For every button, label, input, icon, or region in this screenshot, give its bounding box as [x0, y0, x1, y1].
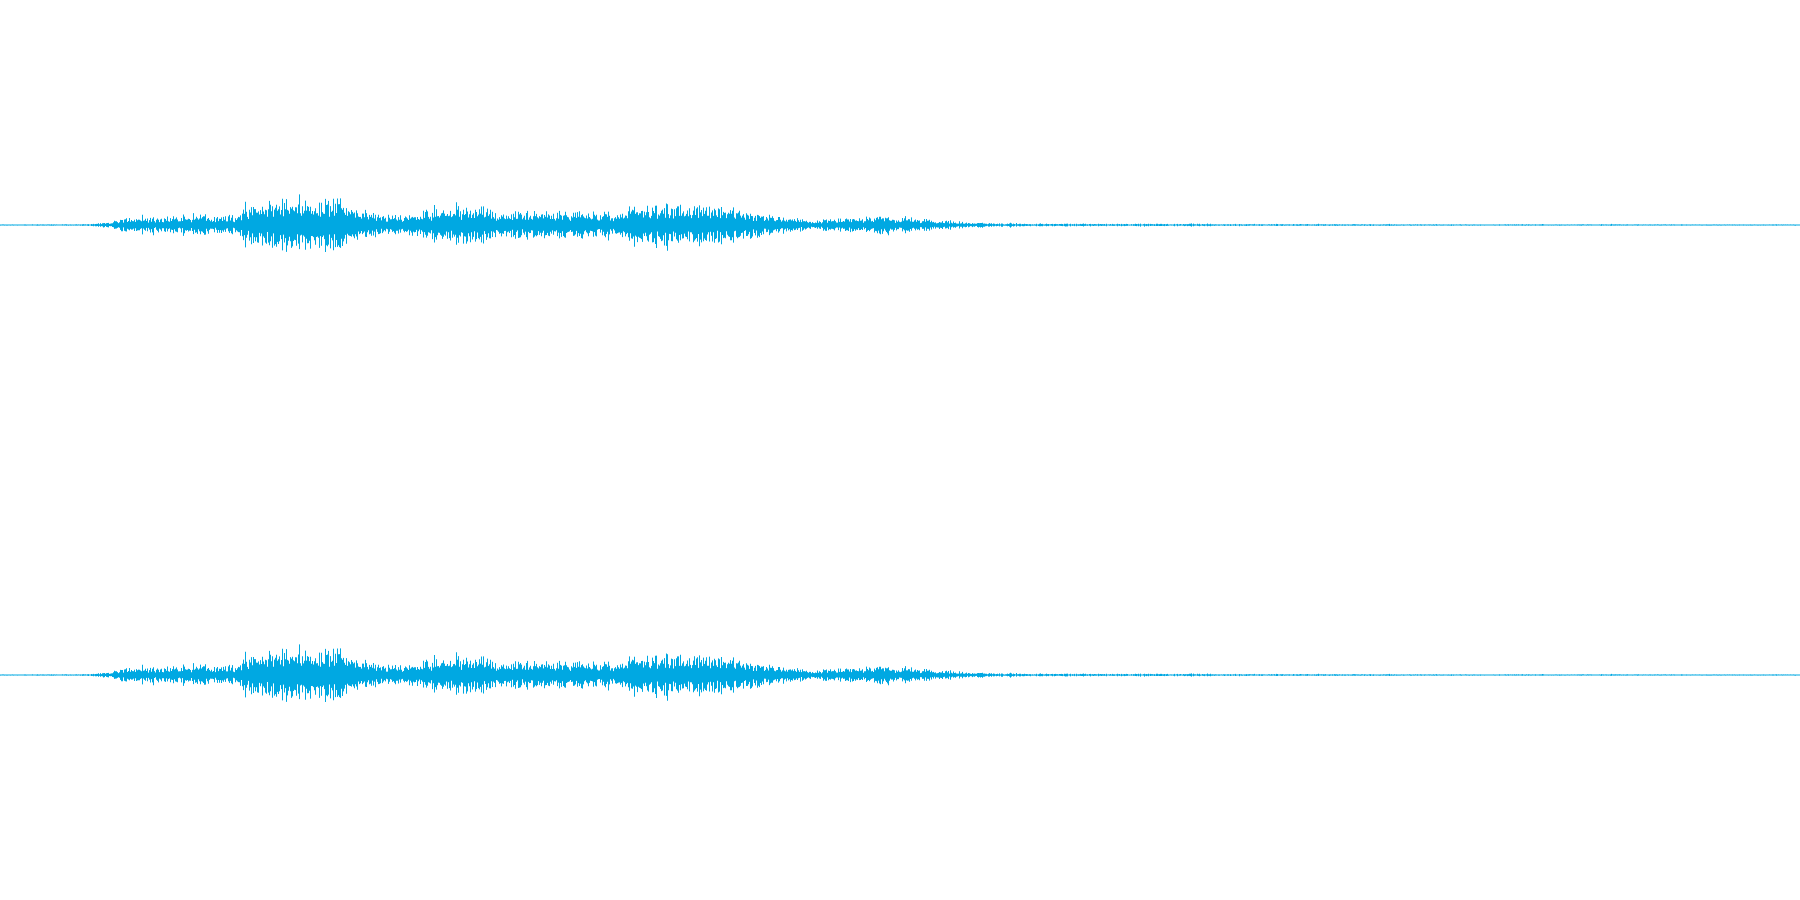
- waveform-channel-left: [0, 194, 1800, 252]
- waveform-samples: [0, 644, 1800, 702]
- waveform-channel-right: [0, 644, 1800, 702]
- waveform-samples: [0, 194, 1800, 252]
